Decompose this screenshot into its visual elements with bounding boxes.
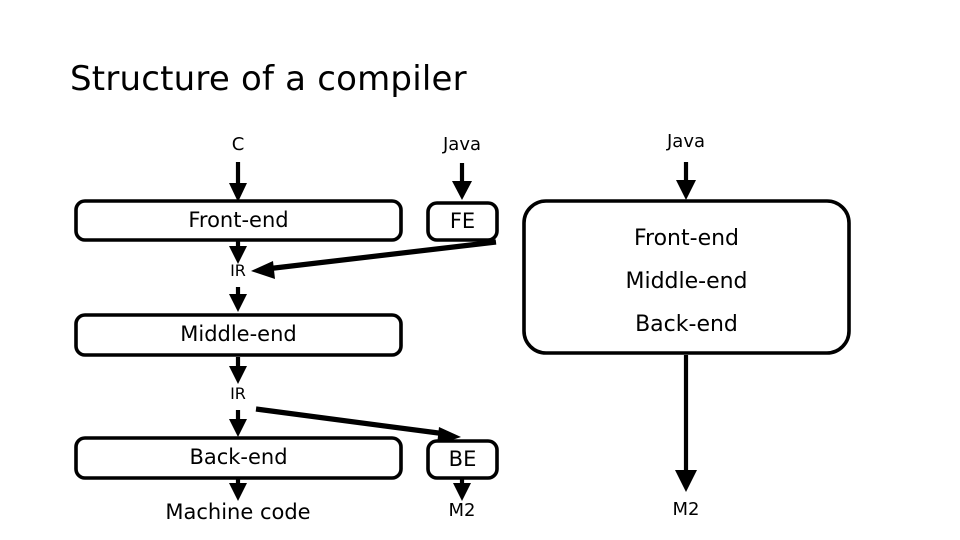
label-middle-end: Middle-end xyxy=(180,322,297,346)
arrow-middle-end-to-ir xyxy=(229,357,247,384)
arrow-be-to-m2 xyxy=(453,479,471,501)
arrow-java-to-monolithic-box xyxy=(676,162,696,200)
arrow-java-to-fe xyxy=(452,163,472,200)
label-monolithic-middle-end: Middle-end xyxy=(625,269,748,294)
label-front-end: Front-end xyxy=(188,208,289,232)
arrow-monolithic-box-to-m2 xyxy=(675,355,697,492)
arrow-c-to-frontend xyxy=(229,162,247,202)
label-input-java-right: Java xyxy=(666,131,706,152)
label-output-m2-right: M2 xyxy=(672,499,700,520)
arrow-fe-to-ir-diagonal xyxy=(251,239,497,279)
label-monolithic-front-end: Front-end xyxy=(633,226,740,251)
arrow-back-end-to-machine-code xyxy=(229,479,247,501)
arrow-ir-to-middle-end xyxy=(229,287,247,312)
arrow-ir-to-back-end xyxy=(229,410,247,437)
label-fe: FE xyxy=(449,209,476,233)
label-input-java-middle: Java xyxy=(442,134,482,155)
label-be: BE xyxy=(448,447,477,471)
label-input-c: C xyxy=(231,134,245,155)
label-output-m2-middle: M2 xyxy=(448,500,476,521)
label-monolithic-back-end: Back-end xyxy=(635,312,738,337)
label-output-machine-code: Machine code xyxy=(165,500,311,524)
label-back-end: Back-end xyxy=(189,445,288,469)
arrow-ir-to-be-diagonal xyxy=(255,406,461,445)
label-ir-2: IR xyxy=(230,384,246,403)
label-ir-1: IR xyxy=(230,261,246,280)
page-title: Structure of a compiler xyxy=(70,59,467,99)
